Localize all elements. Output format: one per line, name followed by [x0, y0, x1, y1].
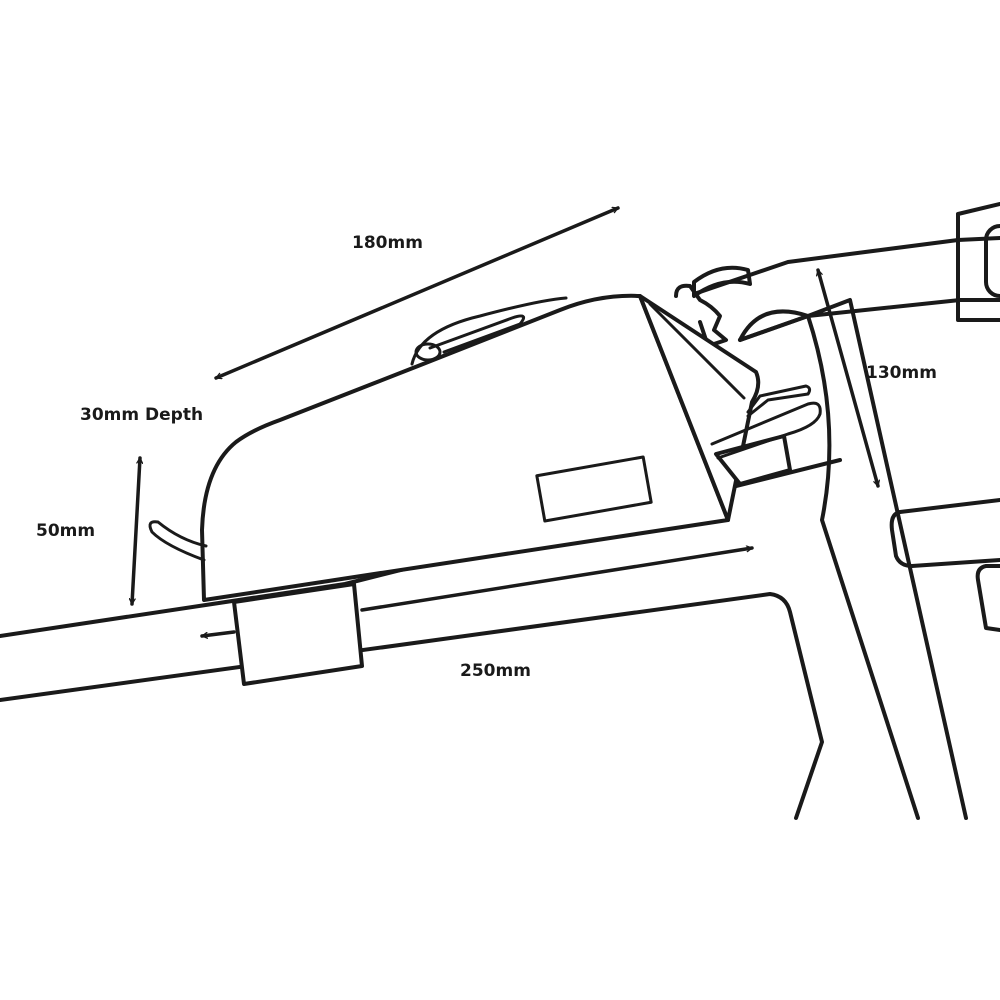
velcro-strap: [232, 582, 364, 686]
steerer-cap: [692, 265, 752, 298]
dimension-arrow-250mm-right: [360, 548, 754, 612]
rear-strap-buckle: [746, 384, 812, 418]
spacer: [674, 283, 728, 348]
head-tube-top: [738, 309, 810, 342]
bag-end-seam: [648, 302, 746, 400]
stem-lower: [738, 298, 1000, 342]
label-50mm: 50mm: [36, 521, 95, 541]
dimension-arrows: [132, 206, 878, 636]
dimension-arrow-130mm: [818, 268, 878, 488]
stem-body: [692, 236, 1000, 296]
zipper-knot: [414, 342, 442, 362]
dimension-arrow-50mm: [132, 456, 140, 606]
dimension-arrow-180mm: [214, 206, 620, 380]
top-tube-bag: [148, 293, 822, 686]
label-130mm: 130mm: [866, 363, 937, 383]
bag-body: [200, 293, 730, 602]
head-tube: [738, 314, 920, 820]
label-180mm: 180mm: [352, 233, 423, 253]
label-250mm: 250mm: [460, 661, 531, 681]
top-tube-lower-edge: [0, 592, 824, 820]
label-30mm-depth: 30mm Depth: [80, 405, 203, 425]
dimension-labels: 180mm 30mm Depth 50mm 250mm 130mm: [36, 233, 937, 681]
bag-label-patch: [535, 455, 653, 523]
dimension-arrow-250mm-left: [200, 630, 236, 636]
bag-tail-loop: [148, 520, 208, 562]
frame-tab-lower: [975, 564, 1000, 632]
handlebar-knob: [984, 224, 1000, 298]
stem: [674, 202, 1000, 348]
stem-clamp: [956, 202, 1000, 322]
frame-tabs: [889, 498, 1000, 632]
frame-tab-upper: [889, 498, 1000, 568]
